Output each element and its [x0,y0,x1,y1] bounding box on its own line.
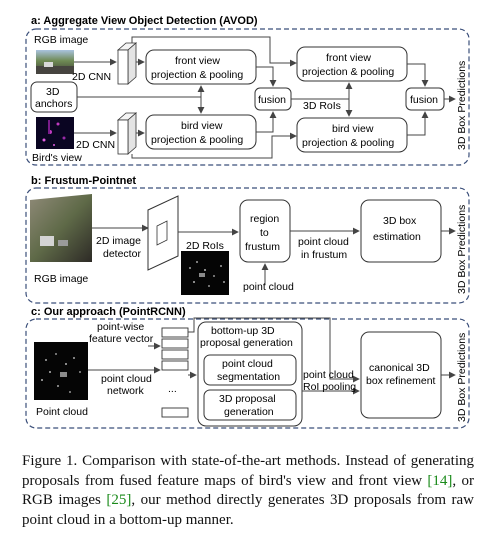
arrow-bv2-fusion [407,111,429,136]
fv-pool-line2: projection & pooling [151,69,243,81]
detector-frustum-plane [147,195,179,271]
bv-pool-line1: bird view [181,120,223,132]
region-line3: frustum [245,241,280,253]
figure-caption: Figure 1. Comparison with state-of-the-a… [22,452,474,530]
roi-line2: RoI pooling [303,381,356,393]
bu-line1: bottom-up 3D [211,325,275,337]
panel-b-title: b: Frustum-Pointnet [31,175,136,187]
arrow-fv2-fusion [407,63,429,87]
region-line1: region [250,213,279,225]
pcf-line1: point cloud [298,236,349,248]
arrow-fv-fusion [256,66,277,87]
arrow-feature-refine [188,317,360,383]
panel-b-side-label: 3D Box Predictions [456,205,468,294]
birds-view-label: Bird's view [32,152,82,164]
est-line2: estimation [373,231,421,243]
feature-line2: feature vector [89,333,154,345]
fv-pool2-line2: projection & pooling [302,66,394,78]
panel-b-rgb-image [30,194,92,262]
b-point-cloud-label: point cloud [243,281,294,293]
rgb-image-thumbnail [36,50,74,74]
network-line2: network [107,385,145,397]
est-line1: 3D box [383,215,417,227]
pcf-line2: in frustum [301,249,347,261]
detector-line2: detector [103,248,141,260]
feature-line1: point-wise [97,321,144,333]
anchors-label-1: 3D [46,86,60,98]
panel-c-title: c: Our approach (PointRCNN) [31,306,186,318]
prop-line2: generation [224,406,274,418]
caption-ref-14[interactable]: [14] [427,472,453,489]
bv-pool-line2: projection & pooling [151,134,243,146]
caption-tail: , our method directly generates 3D propo… [22,492,474,528]
c-point-cloud-label: Point cloud [36,406,88,418]
seg-line2: segmentation [217,371,280,383]
bv-pool2-line1: bird view [332,123,374,135]
b-rois-label: 2D RoIs [186,240,224,252]
cnn-block-bottom [116,112,138,155]
region-line2: to [260,227,269,239]
cnn-top-label: 2D CNN [72,71,111,83]
arrow-cnn-fv-stage2 [131,36,297,67]
birds-view-image [36,117,74,149]
panel-b-point-cloud-image [181,251,229,295]
panel-a-title: a: Aggregate View Object Detection (AVOD… [31,15,258,27]
anchors-label-2: anchors [35,98,72,110]
cnn-bottom-label: 2D CNN [76,139,115,151]
arrow-cnn-bv-stage2 [131,132,297,159]
detector-line1: 2D image [96,235,141,247]
canon-line1: canonical 3D [369,362,430,374]
panel-a-side-label: 3D Box Predictions [456,61,468,150]
panel-a-border [25,28,470,166]
panel-pointrcnn: c: Our approach (PointRCNN) Point cloud … [25,306,470,429]
feature-stack [161,327,189,418]
prop-line1: 3D proposal [219,393,276,405]
panel-c-side-label: 3D Box Predictions [456,333,468,422]
roi-line1: point cloud [303,369,354,381]
method-comparison-diagram: a: Aggregate View Object Detection (AVOD… [25,15,470,429]
cnn-block-top [116,42,138,85]
fv-pool2-line1: front view [326,52,371,64]
caption-mid: , or RGB images [22,472,474,509]
network-line1: point cloud [101,373,152,385]
bu-line2: proposal generation [200,337,293,349]
panel-avod: a: Aggregate View Object Detection (AVOD… [25,15,470,166]
segmentation-box [203,354,297,386]
fv-pool-line1: front view [175,55,220,67]
panel-b-border [25,187,470,304]
panel-c-point-cloud-image [34,342,88,400]
rgb-image-label: RGB image [34,34,88,46]
panel-c-border [25,318,470,429]
proposal-generation-box [203,389,297,421]
caption-ref-25[interactable]: [25] [106,492,132,508]
canon-line2: box refinement [366,375,436,387]
feature-stack-dots: ... [168,383,177,395]
bv-pool2-line2: projection & pooling [302,137,394,149]
fusion-2-label: fusion [410,94,438,106]
seg-line1: point cloud [222,358,273,370]
panel-frustum-pointnet: b: Frustum-Pointnet RGB image 2D image d… [25,175,470,304]
arrow-bv-fusion [256,111,277,133]
panel-b-rgb-label: RGB image [34,273,88,285]
rois-label: 3D RoIs [303,100,341,112]
fusion-1-label: fusion [258,94,286,106]
caption-lead: Figure 1. Comparison with state-of-the-a… [22,453,474,489]
